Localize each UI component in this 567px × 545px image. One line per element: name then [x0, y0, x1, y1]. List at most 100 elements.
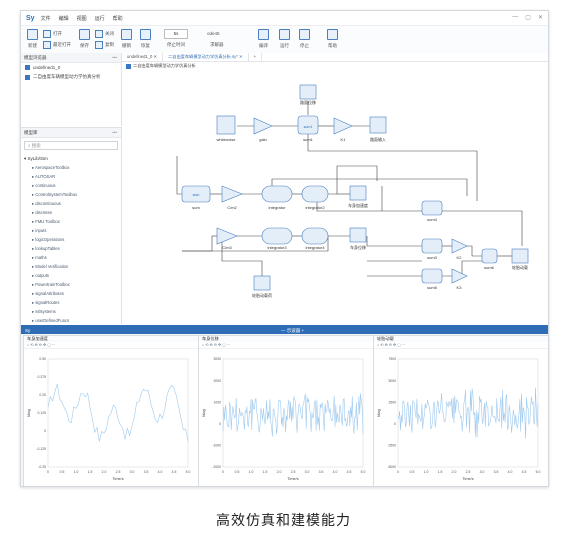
model-item[interactable]: undefined1_0 — [21, 63, 121, 72]
integrator3-block[interactable] — [261, 227, 293, 245]
integrator2-block[interactable] — [301, 185, 329, 203]
library-item[interactable]: ▸ ControlSystemToolbox — [32, 192, 78, 197]
integrator4-block[interactable] — [301, 227, 329, 245]
maximize-button[interactable]: ▢ — [525, 15, 531, 21]
more-icon[interactable]: ••• — [112, 55, 117, 60]
x-tick-label: 0 — [222, 470, 224, 474]
library-item[interactable]: ▸ inputs — [32, 228, 47, 233]
x-tick-label: 1.0 — [424, 470, 429, 474]
model-editor: undefined1_0 ✕ 二自由度车辆模型动力学仿真分析.sy* ✕ + 二… — [122, 53, 548, 323]
tire-load-scope-block[interactable] — [511, 248, 529, 264]
library-item[interactable]: ▸ AerospaceToolbox — [32, 165, 70, 170]
help-button[interactable]: 帮助 — [327, 29, 338, 49]
more-icon[interactable]: ••• — [112, 130, 117, 135]
x-tick-label: 0.5 — [410, 470, 415, 474]
sum5-block[interactable] — [421, 268, 443, 284]
library-item[interactable]: ▸ discontinuous — [32, 201, 61, 206]
menu-file[interactable]: 文件 — [40, 15, 51, 22]
tab-model-1[interactable]: undefined1_0 ✕ — [122, 53, 164, 61]
sum-block[interactable] — [181, 185, 211, 203]
menu-edit[interactable]: 编辑 — [58, 15, 69, 22]
library-item[interactable]: ▸ Model Verification — [32, 264, 69, 269]
library-list: ▸ AerospaceToolbox ▸ AUTOSAR ▸ continuous ▸… — [21, 163, 121, 334]
model-icon — [25, 74, 30, 80]
copy-button[interactable]: 复制 — [95, 41, 114, 49]
whitenoise-block[interactable] — [216, 115, 236, 135]
undo-button[interactable]: 撤销 — [121, 29, 132, 49]
stop-button[interactable]: 停止 — [299, 29, 310, 49]
sum1-block[interactable] — [297, 115, 319, 135]
gain-block[interactable] — [253, 117, 273, 135]
editor-tabs: undefined1_0 ✕ 二自由度车辆模型动力学仿真分析.sy* ✕ + — [122, 53, 548, 62]
close-model-button[interactable]: 关闭 — [95, 30, 114, 38]
library-item[interactable]: ▸ discretes — [32, 210, 53, 215]
library-item[interactable]: ▸ lookupTables — [32, 246, 60, 251]
library-item[interactable]: ▸ FMU Toolbox — [32, 219, 60, 224]
menu-view[interactable]: 视图 — [76, 15, 87, 22]
model-icon — [126, 63, 131, 69]
c-m3-block[interactable] — [216, 227, 238, 245]
library-item[interactable]: ▸ userDefinedFuncs — [32, 318, 70, 323]
k1-block[interactable] — [333, 117, 353, 135]
library-root[interactable]: ▾ SyLib/Sim — [24, 156, 48, 161]
open-button[interactable]: 打开 — [43, 30, 62, 38]
library-item[interactable]: ▸ signalRoutes — [32, 300, 60, 305]
integrator-block[interactable] — [261, 185, 293, 203]
y-tick-label: -0.125 — [36, 447, 46, 451]
breadcrumb-label[interactable]: 二自由度车辆模型动力学仿真分析 — [133, 63, 196, 68]
new-button[interactable]: 新建 — [27, 29, 38, 49]
build-button[interactable]: 编译 — [258, 29, 269, 49]
scope-toolbar[interactable]: ⌂ ⟲ ⊕ ⊖ ✥ ▢ ⋯ — [374, 342, 548, 349]
x-tick-label: 1.0 — [249, 470, 254, 474]
open-recent-button[interactable]: 最近打开 — [43, 41, 71, 49]
dyn-load-scope-label: 轮胎动载荷 — [252, 292, 272, 298]
road-input-block[interactable] — [369, 116, 387, 134]
library-item[interactable]: ▸ outputs — [32, 273, 50, 278]
y-tick-label: 2500 — [388, 400, 396, 404]
scope-top-block[interactable] — [299, 84, 317, 100]
scope-toolbar[interactable]: ⌂ ⟲ ⊕ ⊖ ✥ ▢ ⋯ — [24, 342, 198, 349]
library-search-input[interactable]: ⌕ 搜索 — [24, 141, 118, 150]
close-button[interactable]: ✕ — [537, 15, 543, 21]
k3-block[interactable] — [451, 268, 468, 284]
menu-help[interactable]: 帮助 — [112, 15, 123, 22]
sim-time-input[interactable]: 5s — [164, 29, 188, 39]
x-tick-label: 1.5 — [88, 470, 93, 474]
library-root-label: SyLib/Sim — [27, 156, 48, 161]
library-item[interactable]: ▸ logicOperations — [32, 237, 65, 242]
library-item[interactable]: ▸ maths — [32, 255, 47, 260]
save-button[interactable]: 保存 — [79, 29, 90, 49]
redo-button[interactable]: 恢复 — [140, 29, 151, 49]
k2-block[interactable] — [451, 238, 468, 254]
solver-label: 求解器 — [210, 42, 224, 47]
menu-run[interactable]: 运行 — [94, 15, 105, 22]
disp-scope-block[interactable] — [349, 227, 367, 243]
x-tick-label: 4.5 — [172, 470, 177, 474]
accel-scope-block[interactable] — [349, 185, 367, 201]
x-tick-label: 3.0 — [480, 470, 485, 474]
library-item[interactable]: ▸ signalAttributes — [32, 291, 64, 296]
tab-model-2[interactable]: 二自由度车辆模型动力学仿真分析.sy* ✕ — [163, 53, 249, 61]
library-item[interactable]: ▸ PowertrainToolbox — [32, 282, 70, 287]
scope-window-caption: — 示波器 + — [281, 328, 305, 333]
library-item[interactable]: ▸ AUTOSAR — [32, 174, 56, 179]
c-m2-block[interactable] — [221, 185, 243, 203]
signal-trace — [397, 387, 539, 439]
library-item[interactable]: ▸ continuous — [32, 183, 56, 188]
solver-select[interactable]: ode45 — [207, 31, 220, 36]
dyn-load-scope-block[interactable] — [253, 275, 271, 291]
sum3-block[interactable] — [421, 238, 443, 254]
sum4-block[interactable] — [421, 200, 443, 216]
sum6-block[interactable] — [481, 248, 498, 264]
minimize-button[interactable]: — — [512, 14, 519, 20]
scope-toolbar[interactable]: ⌂ ⟲ ⊕ ⊖ ✥ ▢ ⋯ — [199, 342, 373, 349]
model-item[interactable]: 二自由度车辆模型动力学仿真分析 — [21, 72, 121, 82]
new-label: 新建 — [28, 43, 37, 48]
add-tab-button[interactable]: + — [249, 53, 263, 61]
open-label: 打开 — [53, 31, 62, 36]
open-recent-label: 最近打开 — [53, 42, 71, 47]
run-button[interactable]: 运行 — [279, 29, 290, 49]
library-item[interactable]: ▸ sslsystems — [32, 309, 56, 314]
x-tick-label: 3.5 — [319, 470, 324, 474]
